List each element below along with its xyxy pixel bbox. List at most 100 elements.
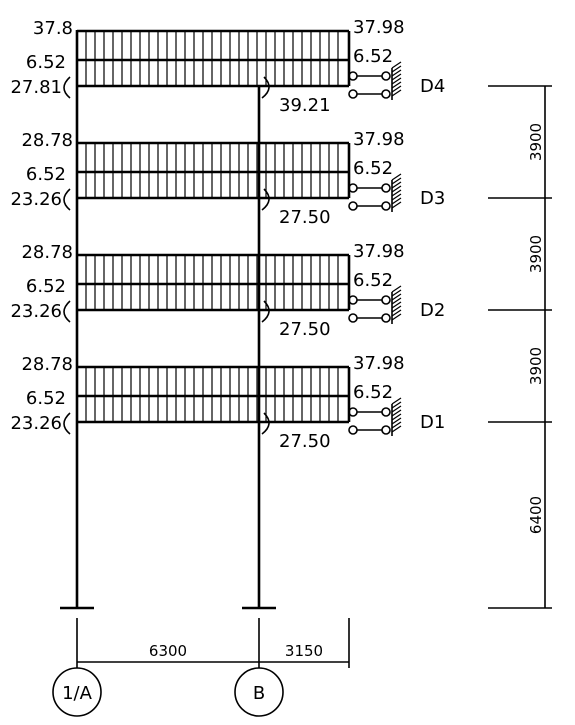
support-node: [348, 425, 358, 435]
left-top-value: 28.78: [21, 354, 73, 375]
mid-moment-arc: [261, 412, 270, 435]
support-node: [381, 183, 391, 193]
support-node: [381, 71, 391, 81]
axis-circle-b: [234, 667, 284, 717]
storey-height-4: 6400: [527, 496, 545, 534]
mid-moment-arc: [261, 76, 270, 99]
support-hatch: [391, 89, 402, 97]
support-hatch: [391, 77, 402, 85]
beam-moment-value: 39.21: [279, 95, 331, 116]
left-mid-value: 6.52: [26, 164, 66, 185]
right-top-value: 37.98: [353, 17, 405, 38]
support-node: [381, 425, 391, 435]
support-hatch: [391, 73, 402, 81]
support-hatch: [391, 305, 402, 313]
support-hatch: [391, 397, 402, 405]
right-top-value: 37.98: [353, 241, 405, 262]
support-node: [381, 89, 391, 99]
span-dimension-2: 3150: [285, 642, 323, 660]
support-node: [348, 89, 358, 99]
support-hatch: [391, 69, 402, 77]
right-mid-value: 6.52: [353, 270, 393, 291]
floor-d2: 28.78 6.52 23.26 37.98 6.52 27.50 D2: [10, 241, 445, 340]
support-hatch: [391, 401, 402, 409]
floor-d1: 28.78 6.52 23.26 37.98 6.52 27.50 D1: [10, 353, 445, 452]
left-bottom-value: 23.26: [10, 189, 62, 210]
storey-height-2: 3900: [527, 235, 545, 273]
support-hatch: [391, 421, 402, 429]
support-hatch: [391, 61, 402, 69]
support-hatch: [391, 417, 402, 425]
left-mid-value: 6.52: [26, 276, 66, 297]
left-mid-value: 6.52: [26, 52, 66, 73]
span-dimension-1: 6300: [149, 642, 187, 660]
left-moment-arc: [63, 412, 71, 435]
right-top-value: 37.98: [353, 129, 405, 150]
support-hatch: [391, 301, 402, 309]
support-hatch: [391, 405, 402, 413]
axis-bubble-a: 1/A: [52, 664, 102, 717]
support-hatch: [391, 193, 402, 201]
axis-label-b: B: [253, 683, 265, 704]
support-hatch: [391, 201, 402, 209]
left-bottom-value: 23.26: [10, 413, 62, 434]
beam-moment-value: 27.50: [279, 431, 331, 452]
axis-label-a: 1/A: [62, 683, 93, 704]
support-hatch: [391, 181, 402, 189]
support-node: [381, 295, 391, 305]
left-bottom-value: 23.26: [10, 301, 62, 322]
support-hatch: [391, 425, 402, 433]
support-hatch: [391, 413, 402, 421]
storey-height-3: 3900: [527, 347, 545, 385]
support-hatch: [391, 409, 402, 417]
floor-d3: 28.78 6.52 23.26 37.98 6.52 27.50 D3: [10, 129, 445, 228]
support-node: [381, 313, 391, 323]
left-top-value: 37.8: [33, 18, 73, 39]
span-dimension: 6300 3150: [76, 618, 350, 668]
axis-bubble-b: B: [234, 664, 284, 717]
floor-d4: 37.8 6.52 27.81 37.98 6.52 39.21 D4: [10, 17, 445, 116]
support-node: [381, 407, 391, 417]
level-label: D1: [420, 412, 445, 433]
support-hatch: [391, 185, 402, 193]
storey-height-1: 3900: [527, 123, 545, 161]
support-hatch: [391, 289, 402, 297]
right-mid-value: 6.52: [353, 382, 393, 403]
storey-height-dimension: 3900 3900 3900 6400: [488, 85, 552, 609]
support-hatch: [391, 189, 402, 197]
left-bottom-value: 27.81: [10, 77, 62, 98]
level-label: D2: [420, 300, 445, 321]
right-mid-value: 6.52: [353, 158, 393, 179]
beam-moment-value: 27.50: [279, 207, 331, 228]
left-moment-arc: [63, 188, 71, 211]
left-top-value: 28.78: [21, 130, 73, 151]
support-hatch: [391, 309, 402, 317]
beam-moment-value: 27.50: [279, 319, 331, 340]
support-hatch: [391, 65, 402, 73]
left-moment-arc: [63, 300, 71, 323]
right-mid-value: 6.52: [353, 46, 393, 67]
support-node: [348, 201, 358, 211]
support-hatch: [391, 85, 402, 93]
support-hatch: [391, 81, 402, 89]
support-hatch: [391, 293, 402, 301]
mid-moment-arc: [261, 188, 270, 211]
level-label: D3: [420, 188, 445, 209]
right-top-value: 37.98: [353, 353, 405, 374]
support-node: [381, 201, 391, 211]
mid-moment-arc: [261, 300, 270, 323]
left-top-value: 28.78: [21, 242, 73, 263]
support-hatch: [391, 173, 402, 181]
floors-group: 37.8 6.52 27.81 37.98 6.52 39.21 D4 28.78 6.52 23…: [10, 17, 445, 452]
support-hatch: [391, 285, 402, 293]
support-hatch: [391, 197, 402, 205]
left-moment-arc: [63, 76, 71, 99]
support-hatch: [391, 313, 402, 321]
support-hatch: [391, 297, 402, 305]
left-mid-value: 6.52: [26, 388, 66, 409]
level-label: D4: [420, 76, 445, 97]
support-node: [348, 313, 358, 323]
axis-circle-a: [52, 667, 102, 717]
support-hatch: [391, 177, 402, 185]
